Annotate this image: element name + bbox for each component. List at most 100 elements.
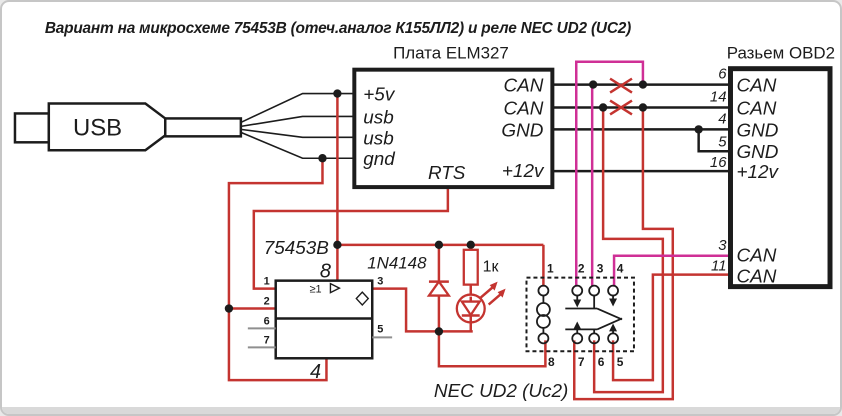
junction-dot [333, 89, 342, 98]
junction-dot [466, 240, 475, 250]
chip-pin-number: 7 [264, 334, 270, 346]
obd2-pin-name: CAN [736, 98, 776, 119]
junction-dot [318, 154, 327, 163]
wire-relay-pin5-to-obd11 [611, 273, 731, 382]
obd2-label: Разьем OBD2 [727, 44, 835, 63]
junction-dot [333, 240, 342, 250]
chip-pin-number: 5 [377, 323, 383, 335]
cut-mark-x-icon [609, 99, 633, 116]
led-triangle [459, 300, 482, 318]
elm-pin-usb1: usb [363, 107, 393, 128]
arrow-up-icon [609, 323, 618, 332]
chip-pin-number: 6 [264, 315, 270, 327]
obd2-pin-number: 14 [710, 89, 727, 106]
relay-pin-number: 6 [598, 355, 605, 369]
relay-coil-loop [536, 302, 551, 317]
obd2-box [728, 66, 833, 290]
junction-dots [224, 80, 703, 336]
obd2-pin-name: CAN [736, 267, 776, 288]
arrow-up-icon [573, 321, 582, 330]
relay-pin-circle [571, 332, 584, 345]
led-arrowhead-icon [489, 281, 498, 291]
wire-gnd-branch [697, 129, 731, 153]
relay-pin-circle [588, 284, 601, 297]
wire-obd6-to-relay-pin2 [575, 60, 645, 287]
obd2-pin-number: 11 [711, 258, 726, 275]
junction-dot [638, 80, 648, 89]
usb-label: USB [73, 114, 122, 141]
led-arrowhead-icon [497, 288, 506, 298]
junction-dot [694, 125, 703, 134]
relay-pin-number: 7 [578, 355, 585, 369]
usb-cable [163, 117, 243, 138]
led-indicator [455, 281, 506, 324]
relay-pin-circle [537, 284, 550, 297]
black-wires [552, 83, 731, 173]
resistor-label: 1к [483, 259, 500, 276]
amplifier-triangle-icon [329, 282, 341, 294]
arrow-down-icon [609, 298, 618, 307]
chip-pin-number: 3 [377, 276, 383, 288]
relay-pin-number: 5 [617, 355, 624, 369]
elm-pin-usb2: usb [363, 128, 393, 149]
relay-pin-circle [571, 284, 584, 297]
chip-label: 75453В [264, 238, 329, 259]
obd2-pin-number: 3 [718, 237, 727, 254]
junction-dot [224, 304, 234, 313]
obd2-pin-number: 6 [718, 66, 727, 83]
obd2-connector: Разьем OBD2 6 14 4 5 16 3 11 CAN CAN GND… [710, 44, 835, 290]
red-wires [227, 77, 731, 401]
obd2-pin-name: GND [736, 120, 778, 141]
diode-triangle [426, 279, 452, 297]
elm327-board: Плата ELM327 +5v usb usb gnd CAN CAN GND… [352, 44, 555, 190]
elm-pin-5v: +5v [363, 85, 396, 106]
relay-pin-number: 8 [548, 355, 555, 369]
junction-dot [598, 103, 608, 112]
chip-pin8-number: 8 [320, 261, 331, 283]
relay-pin-circle [607, 284, 619, 297]
relay-pin-circle [607, 332, 619, 345]
relay-label: NEC UD2 (Uc2) [434, 381, 568, 402]
relay-pin-number: 4 [617, 262, 624, 276]
elm327-box [352, 67, 555, 190]
relay-contact-top [565, 295, 623, 321]
chip-pin4-number: 4 [310, 361, 321, 383]
diode-1n4148: 1N4148 [367, 254, 452, 297]
usb-plug [13, 112, 51, 144]
arrow-down-icon [573, 299, 582, 308]
obd2-pin-name: CAN [736, 76, 776, 97]
junction-dot [638, 103, 648, 112]
chip-pin-number: 1 [264, 276, 270, 288]
relay-pin-number: 2 [578, 262, 585, 276]
wire-obd14-to-relay-pin7 [573, 107, 675, 401]
wire-relay-pin4-to-obd3 [612, 254, 731, 287]
relay-pin-number: 3 [597, 262, 604, 276]
obd2-pin-name: +12v [736, 162, 779, 183]
chip-75453b: 75453В 1 2 6 7 3 5 8 4 ≥1 [247, 238, 393, 383]
elm327-label: Плата ELM327 [393, 44, 509, 63]
obd2-pin-name: CAN [736, 246, 776, 267]
elm-pin-gnd2: GND [501, 120, 543, 141]
magenta-wires [575, 60, 731, 287]
open-collector-diamond-icon [355, 291, 370, 307]
wire-relay-pin8-to-output [437, 331, 547, 368]
junction-dot [588, 80, 598, 89]
relay-nec-ud2: 1 2 3 4 8 7 6 5 NEC UD2 (Uc2) [434, 262, 635, 402]
elm-pin-can2: CAN [504, 98, 544, 119]
frame-bottom-strip [2, 407, 840, 414]
relay-pin-circle [537, 332, 550, 345]
resistor-1k: 1к [462, 248, 500, 286]
wire-gnd-to-chip-pin4 [227, 158, 328, 382]
obd2-pin-name: GND [736, 142, 778, 163]
cut-mark-x-icon [609, 77, 633, 94]
chip-gate-symbol: ≥1 [310, 284, 322, 296]
resistor-body [462, 248, 479, 286]
wire-elm-can2-to-relay-pin6 [592, 107, 665, 394]
elm-pin-can1: CAN [504, 76, 544, 97]
chip-pin-number: 2 [264, 296, 270, 308]
relay-pin-number: 1 [547, 262, 554, 276]
obd2-pin-number: 4 [718, 110, 726, 127]
obd2-pin-number: 16 [710, 154, 727, 171]
obd2-pin-number: 5 [718, 133, 727, 150]
